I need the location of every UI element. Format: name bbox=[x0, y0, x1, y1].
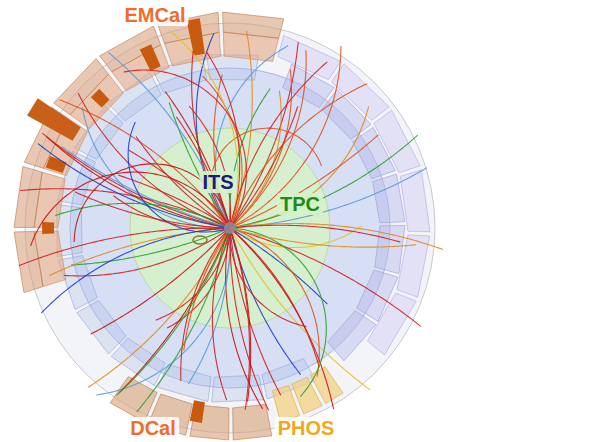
energy-tower bbox=[42, 222, 54, 234]
particle-track bbox=[230, 228, 421, 326]
phos-module bbox=[310, 367, 343, 404]
particle-track bbox=[109, 53, 230, 228]
particle-track bbox=[124, 70, 247, 228]
tof-module bbox=[400, 170, 430, 232]
energy-tower bbox=[187, 18, 205, 56]
tpc-volume bbox=[70, 68, 390, 388]
particle-track bbox=[41, 228, 230, 313]
dcal-module bbox=[233, 404, 272, 440]
detector-label: EMCal bbox=[121, 4, 188, 26]
emcal-module bbox=[54, 59, 109, 115]
particle-track bbox=[230, 62, 327, 228]
emcal-module bbox=[14, 167, 42, 228]
detector-volumes bbox=[14, 12, 435, 440]
particle-track bbox=[230, 228, 307, 327]
tof-module bbox=[368, 293, 417, 355]
trd-module bbox=[328, 311, 376, 361]
particle-track bbox=[78, 93, 230, 228]
particle-track bbox=[91, 228, 230, 334]
energy-tower bbox=[91, 89, 110, 108]
particle-track bbox=[96, 228, 230, 395]
particle-track bbox=[212, 228, 230, 400]
particle-track bbox=[137, 228, 230, 412]
emcal-module bbox=[100, 26, 161, 72]
particle-track bbox=[49, 228, 230, 276]
particle-tracks bbox=[19, 30, 443, 412]
particle-track bbox=[230, 228, 269, 410]
tof-module bbox=[397, 235, 430, 297]
particle-track bbox=[230, 228, 319, 367]
detector-label: ITS bbox=[199, 171, 236, 193]
secondary-vertex bbox=[193, 236, 207, 244]
particle-track bbox=[230, 228, 370, 390]
particle-track bbox=[230, 224, 443, 250]
tof-module bbox=[278, 35, 341, 79]
particle-track bbox=[88, 228, 230, 387]
particle-track bbox=[230, 228, 326, 397]
outer-ring bbox=[25, 23, 435, 433]
tof-module bbox=[374, 110, 420, 172]
particle-track bbox=[230, 31, 252, 228]
particle-track bbox=[113, 196, 230, 229]
tpc-inner-volume bbox=[130, 128, 330, 328]
particle-track bbox=[230, 107, 369, 228]
particle-track bbox=[230, 168, 427, 228]
trd-module bbox=[111, 338, 165, 386]
particle-track bbox=[165, 92, 230, 228]
particle-track bbox=[230, 228, 319, 377]
particle-track bbox=[230, 228, 250, 410]
particle-track bbox=[82, 107, 230, 228]
particle-track bbox=[230, 225, 400, 242]
tof-module bbox=[332, 64, 390, 120]
particle-track bbox=[75, 192, 230, 228]
trd-module bbox=[77, 301, 126, 354]
vertex bbox=[224, 222, 236, 234]
particle-track bbox=[230, 135, 418, 228]
trd-module bbox=[373, 174, 405, 223]
particle-track bbox=[230, 135, 378, 228]
particle-track bbox=[230, 84, 367, 228]
dcal-module bbox=[110, 377, 157, 422]
energy-tower bbox=[190, 400, 205, 423]
particle-track bbox=[192, 51, 230, 228]
energy-tower bbox=[140, 44, 161, 71]
emcal-module bbox=[223, 12, 284, 38]
detector-label: TPC bbox=[277, 193, 323, 215]
energy-tower bbox=[46, 156, 67, 173]
particle-track bbox=[230, 46, 341, 228]
particle-track bbox=[71, 228, 230, 265]
detector-label: PHOS bbox=[275, 417, 338, 439]
detector-label: DCal bbox=[127, 417, 179, 439]
trd-module bbox=[375, 226, 405, 274]
particle-track bbox=[230, 228, 416, 247]
particle-track bbox=[119, 228, 230, 393]
particle-track bbox=[230, 228, 334, 409]
